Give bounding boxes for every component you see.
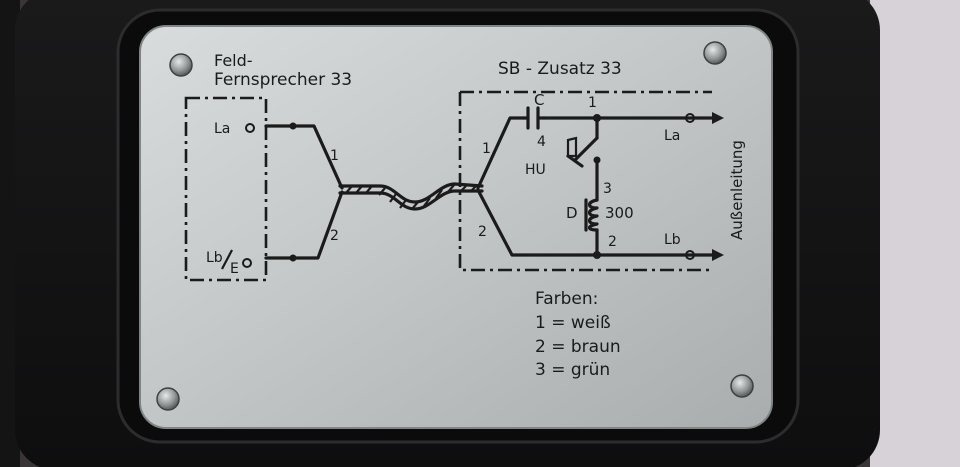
wire-number-left-top: 1	[330, 148, 339, 164]
wire-number-left-bottom: 2	[330, 228, 339, 244]
terminal-lb-right-label: Lb	[664, 232, 681, 248]
screw-icon	[156, 41, 754, 411]
terminal-lb-right-icon	[685, 250, 695, 260]
left-device-box	[184, 96, 268, 282]
hook-label: HU	[525, 162, 546, 178]
terminal-slash	[221, 249, 233, 270]
terminal-la-right-icon	[685, 113, 695, 123]
legend-item: 2 = braun	[535, 337, 621, 357]
legend-item: 1 = weiß	[535, 313, 611, 333]
capacitor-icon	[522, 106, 546, 130]
terminal-lb-left-label: Lb	[206, 250, 223, 266]
terminal-la-left-icon	[245, 123, 255, 133]
wire-number-right-bottom: 2	[478, 224, 487, 240]
choke-coil-icon	[584, 198, 599, 232]
node-number-3: 3	[603, 181, 612, 197]
choke-label: D	[566, 204, 578, 222]
left-device-line1: Feld-	[214, 51, 253, 70]
terminal-lb-left-icon	[242, 258, 252, 268]
right-device-box	[458, 90, 712, 272]
terminal-la-left-label: La	[214, 121, 230, 137]
wire-number-right-top: 1	[482, 141, 491, 157]
node-number-2: 2	[608, 234, 617, 250]
capacitor-label: C	[534, 91, 544, 109]
choke-value: 300	[605, 204, 634, 222]
node-number-1: 1	[588, 95, 597, 111]
terminal-e-left-label: E	[230, 261, 239, 277]
legend-item: 3 = grün	[535, 360, 610, 380]
wiring-right	[476, 114, 714, 259]
wiring-left	[264, 122, 344, 262]
background-right-cloth	[870, 0, 960, 467]
right-device-title: SB - Zusatz 33	[498, 59, 622, 79]
legend-title: Farben:	[535, 289, 598, 309]
arrow-icon	[712, 112, 724, 261]
node-number-4: 4	[537, 134, 546, 150]
outside-line-label: Außenleitung	[728, 140, 746, 240]
hook-switch-icon	[566, 136, 601, 168]
terminal-la-right-label: La	[664, 128, 680, 144]
twisted-cable	[338, 182, 484, 211]
left-device-line2: Fernsprecher 33	[214, 70, 352, 90]
